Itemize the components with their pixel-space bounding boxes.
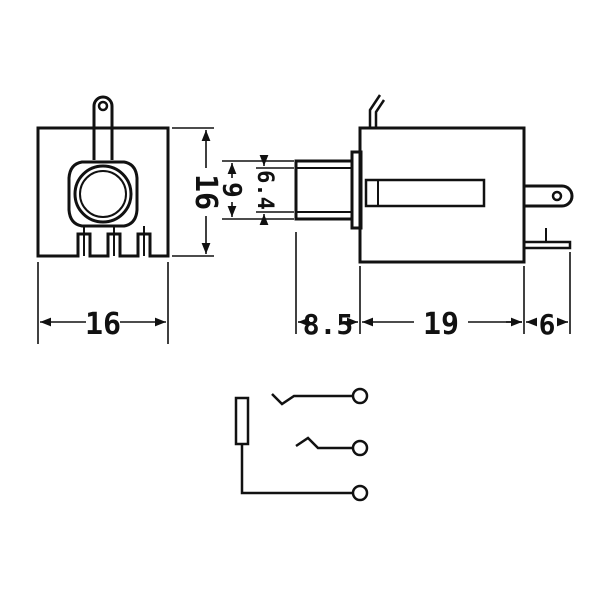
front-height-label: 16 [188, 174, 223, 210]
front-nut [67, 160, 139, 228]
front-body-outline [36, 126, 170, 258]
bushing-outer-label: 9 [216, 182, 246, 198]
schematic-terminal-1 [351, 387, 369, 405]
front-top-lug-hole [97, 100, 109, 112]
schematic-switch-1 [271, 393, 352, 406]
bushing-thread-label: 6.4 [252, 170, 277, 210]
side-right-lug-hole [551, 190, 563, 202]
side-bottom-pin [524, 240, 572, 250]
body-length-label: 19 [423, 307, 459, 342]
side-top-terminal [368, 94, 382, 128]
schematic-terminal-2 [351, 439, 369, 457]
schematic-switch-2 [295, 436, 352, 450]
side-right-lug [524, 184, 574, 208]
front-width-label: 16 [85, 307, 121, 342]
bushing-outer-dimension [222, 160, 294, 220]
front-height-dimension [172, 127, 214, 257]
front-view [36, 95, 170, 258]
jack-schematic [234, 387, 369, 502]
side-body [358, 126, 526, 264]
bushing-thread-dimension [256, 154, 294, 226]
schematic-tip [234, 396, 250, 446]
schematic-sleeve [240, 444, 352, 495]
front-bushing-inner [79, 170, 127, 218]
bushing-length-label: 8.5 [303, 308, 354, 341]
front-top-lug [92, 95, 114, 160]
side-length-dimension [295, 232, 571, 334]
side-contact-slot [364, 178, 486, 208]
side-view [294, 94, 574, 264]
side-bushing [294, 159, 354, 221]
schematic-terminal-3 [351, 484, 369, 502]
front-width-dimension [37, 262, 169, 344]
terminal-length-label: 6 [539, 308, 556, 341]
front-bushing-hole [73, 164, 133, 224]
